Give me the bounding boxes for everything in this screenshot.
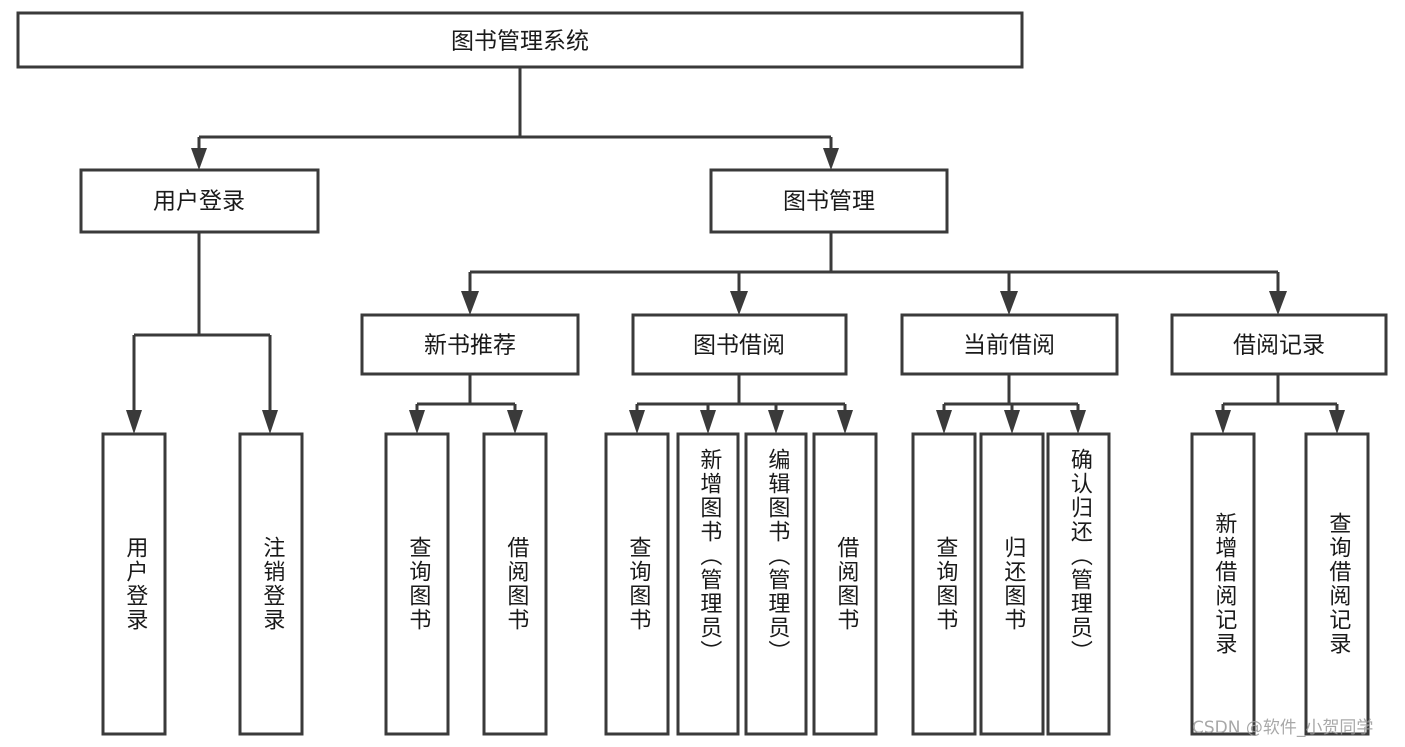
arrow-head-leaf-logout (262, 410, 278, 434)
label-book-borrow: 图书借阅 (693, 333, 785, 359)
node-leaf-user-login[interactable] (101, 432, 167, 736)
arrow-head-leaf-borrow-book-1 (507, 410, 523, 434)
arrow-head-leaf-add-record (1215, 410, 1231, 434)
arrow-head-leaf-query-book-2 (629, 410, 645, 434)
node-leaf-query-book-2[interactable] (604, 432, 670, 736)
node-leaf-return-book[interactable] (979, 432, 1045, 736)
arrow-head-leaf-user-login (126, 410, 142, 434)
node-root[interactable] (16, 11, 1024, 69)
connector-group (126, 67, 1345, 434)
node-leaf-query-book-3[interactable] (911, 432, 977, 736)
arrow-head-new-book-recommend (461, 291, 479, 315)
node-leaf-edit-book[interactable] (744, 432, 808, 736)
node-leaf-query-record[interactable] (1304, 432, 1370, 736)
node-leaf-add-book[interactable] (676, 432, 740, 736)
node-book-borrow[interactable] (631, 313, 848, 376)
node-leaf-borrow-book-2[interactable] (812, 432, 878, 736)
arrow-head-leaf-add-book (700, 410, 716, 434)
node-borrow-record[interactable] (1170, 313, 1388, 376)
watermark-text: CSDN @软件_小贺同学 (1192, 718, 1374, 738)
arrow-head-borrow-record (1269, 291, 1287, 315)
node-box-group (16, 11, 1388, 736)
node-leaf-borrow-book-1[interactable] (482, 432, 548, 736)
arrow-head-leaf-return-book (1004, 410, 1020, 434)
arrow-head-leaf-query-record (1329, 410, 1345, 434)
arrow-head-book-borrow (730, 291, 748, 315)
arrow-head-leaf-edit-book (768, 410, 784, 434)
arrow-head-book-manage (823, 148, 839, 170)
node-leaf-logout[interactable] (238, 432, 304, 736)
arrow-head-current-borrow (1000, 291, 1018, 315)
arrow-head-leaf-query-book-1 (409, 410, 425, 434)
label-current-borrow: 当前借阅 (963, 333, 1055, 359)
label-borrow-record: 借阅记录 (1233, 333, 1325, 359)
node-leaf-add-record[interactable] (1190, 432, 1256, 736)
node-current-borrow[interactable] (900, 313, 1119, 376)
arrow-head-leaf-borrow-book-2 (837, 410, 853, 434)
node-new-book-recommend[interactable] (360, 313, 580, 376)
arrow-head-leaf-confirm-return (1070, 410, 1086, 434)
node-label-group: 图书管理系统 用户登录 图书管理 新书推荐 图书借阅 当前借阅 借阅记录 (153, 29, 1325, 359)
label-root: 图书管理系统 (451, 29, 589, 55)
node-book-manage[interactable] (709, 168, 949, 234)
label-book-manage: 图书管理 (783, 189, 875, 215)
arrow-head-leaf-query-book-3 (936, 410, 952, 434)
node-leaf-confirm-return[interactable] (1046, 432, 1111, 736)
arrow-head-user-login (191, 148, 207, 170)
node-leaf-query-book-1[interactable] (384, 432, 450, 736)
label-new-book-recommend: 新书推荐 (424, 333, 516, 359)
node-user-login[interactable] (79, 168, 320, 234)
label-user-login: 用户登录 (153, 189, 245, 215)
